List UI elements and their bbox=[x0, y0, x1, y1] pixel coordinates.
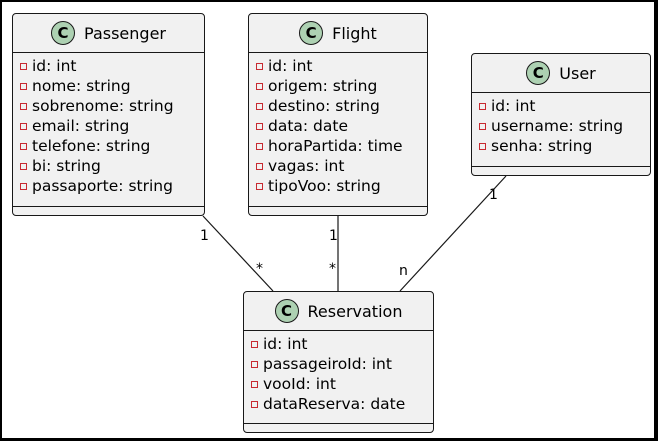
class-header: C User bbox=[472, 54, 650, 93]
private-square-icon bbox=[20, 142, 27, 150]
private-square-icon bbox=[256, 102, 263, 110]
private-square-icon bbox=[256, 142, 263, 150]
attribute: email: string bbox=[20, 116, 204, 136]
private-square-icon bbox=[256, 162, 263, 170]
private-square-icon bbox=[251, 380, 258, 388]
edge-passenger-reservation bbox=[202, 215, 274, 292]
class-name: Reservation bbox=[307, 301, 403, 321]
private-square-icon bbox=[256, 82, 263, 90]
attribute: id: int bbox=[479, 96, 650, 116]
methods-divider bbox=[244, 423, 433, 424]
private-square-icon bbox=[479, 142, 486, 150]
private-square-icon bbox=[256, 122, 263, 130]
private-square-icon bbox=[251, 400, 258, 408]
class-c-icon: C bbox=[299, 21, 324, 45]
attribute: horaPartida: time bbox=[256, 136, 427, 156]
attribute: id: int bbox=[251, 334, 433, 354]
attribute: tipoVoo: string bbox=[256, 176, 427, 196]
class-header: C Flight bbox=[249, 14, 427, 53]
class-header: C Reservation bbox=[244, 292, 433, 331]
attribute: passaporte: string bbox=[20, 176, 204, 196]
class-passenger: C Passenger id: int nome: string sobreno… bbox=[12, 13, 205, 216]
attribute: dataReserva: date bbox=[251, 394, 433, 414]
private-square-icon bbox=[20, 162, 27, 170]
attribute: id: int bbox=[20, 56, 204, 76]
mult-reservation-end-3: n bbox=[399, 263, 408, 279]
class-name: User bbox=[559, 63, 596, 83]
edge-user-reservation bbox=[399, 175, 507, 292]
attribute: telefone: string bbox=[20, 136, 204, 156]
private-square-icon bbox=[20, 62, 27, 70]
attribute-list: id: int passageiroId: int vooId: int dat… bbox=[244, 331, 433, 414]
attribute: senha: string bbox=[479, 136, 650, 156]
class-reservation: C Reservation id: int passageiroId: int … bbox=[243, 291, 434, 433]
attribute: destino: string bbox=[256, 96, 427, 116]
attribute: vooId: int bbox=[251, 374, 433, 394]
methods-divider bbox=[472, 166, 650, 167]
private-square-icon bbox=[251, 360, 258, 368]
attribute: sobrenome: string bbox=[20, 96, 204, 116]
class-header: C Passenger bbox=[13, 14, 204, 53]
mult-user-end: 1 bbox=[489, 187, 498, 203]
attribute: id: int bbox=[256, 56, 427, 76]
attribute-list: id: int username: string senha: string bbox=[472, 93, 650, 156]
class-name: Passenger bbox=[84, 23, 166, 43]
methods-divider bbox=[249, 206, 427, 207]
class-user: C User id: int username: string senha: s… bbox=[471, 53, 651, 176]
class-c-icon: C bbox=[51, 21, 76, 45]
methods-divider bbox=[13, 206, 204, 207]
mult-passenger-end: 1 bbox=[200, 228, 209, 244]
private-square-icon bbox=[20, 102, 27, 110]
class-flight: C Flight id: int origem: string destino:… bbox=[248, 13, 428, 216]
mult-flight-end: 1 bbox=[329, 228, 338, 244]
attribute: nome: string bbox=[20, 76, 204, 96]
mult-reservation-end-2: * bbox=[329, 261, 336, 277]
private-square-icon bbox=[251, 340, 258, 348]
attribute: passageiroId: int bbox=[251, 354, 433, 374]
attribute: origem: string bbox=[256, 76, 427, 96]
private-square-icon bbox=[479, 102, 486, 110]
attribute-list: id: int nome: string sobrenome: string e… bbox=[13, 53, 204, 196]
private-square-icon bbox=[256, 62, 263, 70]
class-c-icon: C bbox=[274, 299, 299, 323]
mult-reservation-end-1: * bbox=[256, 261, 263, 277]
attribute: username: string bbox=[479, 116, 650, 136]
private-square-icon bbox=[20, 182, 27, 190]
attribute: vagas: int bbox=[256, 156, 427, 176]
attribute-list: id: int origem: string destino: string d… bbox=[249, 53, 427, 196]
private-square-icon bbox=[20, 82, 27, 90]
class-name: Flight bbox=[332, 23, 377, 43]
private-square-icon bbox=[256, 182, 263, 190]
class-c-icon: C bbox=[526, 61, 551, 85]
private-square-icon bbox=[20, 122, 27, 130]
private-square-icon bbox=[479, 122, 486, 130]
attribute: data: date bbox=[256, 116, 427, 136]
attribute: bi: string bbox=[20, 156, 204, 176]
